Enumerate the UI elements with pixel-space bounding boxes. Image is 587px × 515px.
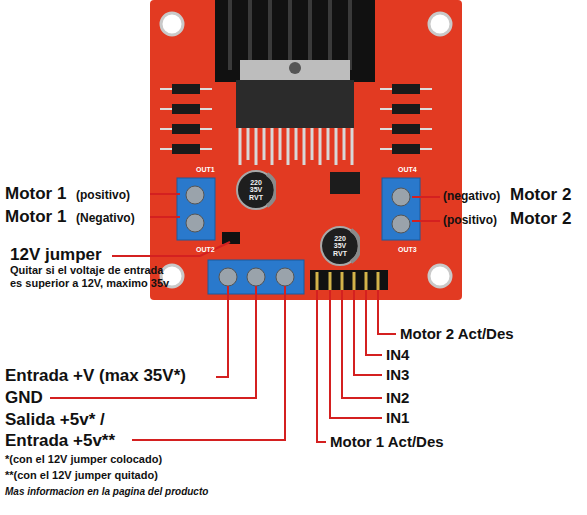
pin-label: (negativo) <box>443 190 500 204</box>
terminal-screw <box>276 268 294 286</box>
heatsink-fins <box>230 0 350 70</box>
leader-line <box>378 290 396 334</box>
pin-label: Salida +5v* / Entrada +5v** <box>5 409 155 451</box>
pin-label: IN2 <box>386 389 409 406</box>
terminal-block <box>382 178 420 240</box>
leader-line <box>150 193 180 195</box>
pin-label: (Negativo) <box>76 212 135 226</box>
leader-line <box>366 290 382 355</box>
diode <box>392 104 420 114</box>
pin-label: IN4 <box>386 346 409 363</box>
mounting-hole <box>429 13 451 35</box>
leader-line <box>216 286 228 377</box>
diodes <box>160 84 432 154</box>
diode <box>172 104 200 114</box>
regulator-chip <box>330 172 360 194</box>
capacitor-stripe <box>351 230 360 262</box>
diode <box>172 124 200 134</box>
heatsink <box>215 0 375 82</box>
diode <box>172 84 200 94</box>
leader-line <box>112 242 230 256</box>
silkscreen-label: OUT4 <box>398 166 417 174</box>
pin-label: IN1 <box>386 409 409 426</box>
pin-label: Motor 1 <box>5 184 66 204</box>
leader-line <box>342 290 382 398</box>
capacitor-marking: 220 35V RVT <box>327 226 353 266</box>
pin-label: Motor 2 <box>510 185 571 205</box>
note: Mas informacion en la pagina del product… <box>5 486 208 498</box>
silkscreen-label: OUT1 <box>196 166 215 174</box>
leader-line <box>317 290 326 442</box>
leader-line <box>330 290 382 418</box>
pin-label: IN3 <box>386 366 409 383</box>
leader-line <box>150 216 180 218</box>
terminal-screw <box>186 186 204 204</box>
diode <box>392 124 420 134</box>
pin-label: Motor 2 <box>510 209 571 229</box>
heatsink-screw <box>289 62 301 74</box>
chip-tab <box>240 60 350 80</box>
leader-lines <box>50 194 440 442</box>
pin-label: Motor 1 Act/Des <box>330 433 444 450</box>
header-body <box>310 270 388 290</box>
capacitor-body <box>237 171 275 209</box>
leader-line <box>412 196 440 198</box>
diode <box>172 144 200 154</box>
terminal-screw <box>247 268 265 286</box>
pin-label: Motor 1 <box>5 207 66 227</box>
footnote: *(con el 12V jumper colocado) <box>5 453 162 466</box>
silkscreen-label: OUT2 <box>196 246 215 254</box>
note: Quitar si el voltaje de entrada es super… <box>10 264 178 289</box>
pin-label: GND <box>5 388 43 408</box>
terminal-screw <box>219 268 237 286</box>
heatsink-body <box>215 0 375 82</box>
silkscreen-label: OUT3 <box>398 246 417 254</box>
terminal-block <box>177 178 215 240</box>
terminal-screw <box>392 215 410 233</box>
terminal-screw <box>392 188 410 206</box>
jumper <box>222 232 240 244</box>
footnote: **(con el 12V jumper quitado) <box>5 469 158 482</box>
diode-leads <box>160 89 432 149</box>
terminal-screw <box>186 214 204 232</box>
screw-terminals <box>177 178 420 294</box>
capacitor: 220 35V RVT <box>236 170 276 210</box>
pin-label: (positivo) <box>76 189 130 203</box>
capacitor-stripe <box>267 174 276 206</box>
leader-line <box>132 286 285 440</box>
mounting-hole <box>429 265 451 287</box>
driver-chip <box>236 80 354 128</box>
diode <box>392 84 420 94</box>
part-label: 12V jumper <box>10 245 102 265</box>
chip-pins <box>240 128 352 165</box>
pin-label: Entrada +V (max 35V*) <box>5 366 186 386</box>
capacitor-body <box>321 227 359 265</box>
diode <box>392 144 420 154</box>
capacitor: 220 35V RVT <box>320 226 360 266</box>
pin-label: Motor 2 Act/Des <box>400 325 514 342</box>
header-pins <box>317 272 378 290</box>
pin-label: (positivo) <box>443 214 497 228</box>
pin-header <box>310 270 388 290</box>
capacitor-marking: 220 35V RVT <box>243 170 269 210</box>
leader-line <box>412 220 440 222</box>
mounting-hole <box>161 13 183 35</box>
